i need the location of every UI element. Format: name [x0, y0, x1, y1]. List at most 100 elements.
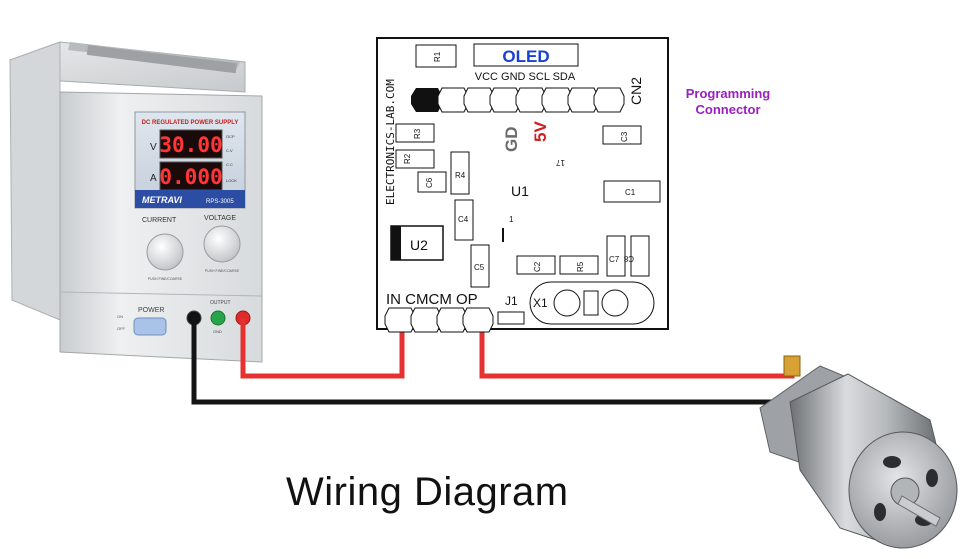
r1-footprint	[415, 44, 457, 68]
dc-motor	[759, 355, 958, 549]
motor-vent-2	[926, 469, 938, 487]
c6-label: C6	[425, 177, 434, 188]
current-knob[interactable]	[146, 233, 184, 271]
r1-label: R1	[433, 51, 442, 62]
gd-label: GD	[502, 127, 521, 153]
c3-footprint	[602, 125, 642, 145]
motor-shaft	[897, 495, 941, 527]
gnd-label: GND	[213, 329, 222, 334]
cn2-header	[411, 87, 625, 113]
voltage-display	[159, 129, 223, 159]
x1-body	[583, 290, 599, 316]
gnd-terminal[interactable]	[210, 310, 226, 326]
switch-on-label: ON	[117, 314, 123, 319]
c2-footprint	[516, 255, 556, 275]
u1-label: U1	[511, 183, 529, 199]
current-readout: 0.000	[159, 165, 222, 189]
c7-label: C7	[609, 255, 620, 264]
switch-off-label: OFF	[117, 326, 126, 331]
r2-label: R2	[403, 153, 412, 164]
u2-tab	[391, 226, 401, 260]
current-display	[159, 161, 223, 191]
wires	[191, 318, 795, 405]
r3-footprint	[395, 123, 435, 143]
r3-label: R3	[413, 128, 422, 139]
bottom-header-label: IN CMCM OP	[386, 291, 478, 308]
pin-cm1	[410, 307, 442, 333]
black-wire	[191, 318, 790, 405]
cn2-pin-2	[437, 87, 469, 113]
r4-footprint	[450, 151, 470, 195]
diagram-caption: Wiring Diagram	[286, 470, 569, 514]
cn2-pin-4	[489, 87, 521, 113]
psu-brand-strip	[135, 190, 245, 208]
psu-divider	[59, 291, 263, 297]
pcb-vertical-text: ELECTRONICS-LAB.COM	[384, 79, 397, 205]
oled-label: OLED	[502, 47, 549, 66]
r5-footprint	[559, 255, 599, 275]
pin-in	[384, 307, 416, 333]
pin1-label: 1	[509, 215, 514, 224]
c3-label: C3	[620, 131, 629, 142]
programming-line-2: Connector	[695, 102, 761, 117]
power-label: POWER	[138, 307, 164, 314]
pcb-board: ELECTRONICS-LAB.COM R1 OLED VCC GND SCL …	[376, 37, 669, 333]
c1-footprint	[603, 180, 661, 203]
c8-label: C8	[623, 254, 634, 263]
current-letter: A	[150, 173, 157, 184]
cn2-pin-7	[567, 87, 599, 113]
power-supply: DC REGULATED POWER SUPPLY 30.00 0.000 V …	[9, 41, 263, 363]
programming-connector-label: Programming Connector	[676, 86, 780, 118]
cn2-pin-1	[411, 88, 442, 112]
c4-label: C4	[458, 215, 469, 224]
pin-cm2	[436, 307, 468, 333]
current-knob-sub: PUSH FINE/COARSE	[148, 277, 183, 281]
r2-footprint	[395, 149, 435, 169]
voltage-readout: 30.00	[159, 133, 222, 157]
oled-footprint	[473, 43, 579, 67]
cn2-pin-3	[463, 87, 495, 113]
j1-footprint	[497, 311, 525, 325]
voltage-knob-sub: PUSH FINE/COARSE	[205, 269, 240, 273]
r4-label: R4	[455, 171, 466, 180]
fivev-label: 5V	[531, 121, 550, 142]
bottom-header	[384, 307, 494, 333]
pin-op	[462, 307, 494, 333]
output-label: OUTPUT	[210, 300, 231, 306]
voltage-knob[interactable]	[203, 225, 241, 263]
c8-footprint	[630, 235, 650, 277]
red-wire-supply-to-in	[240, 318, 405, 379]
c6-footprint	[417, 171, 447, 193]
side-label-ocp: OCP	[226, 134, 235, 139]
r5-label: R5	[576, 261, 585, 272]
j1-label: J1	[505, 294, 518, 308]
power-switch[interactable]	[133, 317, 167, 336]
psu-left-side	[9, 41, 61, 321]
motor-terminal-red	[783, 355, 801, 377]
x1-footprint	[529, 281, 655, 325]
x1-label: X1	[533, 296, 548, 310]
red-wire-op-to-motor	[479, 324, 795, 379]
c4-footprint	[454, 199, 474, 241]
side-label-lock: LOCK	[226, 178, 237, 183]
u2-label: U2	[410, 237, 428, 253]
c7-footprint	[606, 235, 626, 277]
c1-label: C1	[625, 188, 636, 197]
motor-vent-4	[874, 503, 886, 521]
motor-vent-1	[883, 456, 901, 468]
current-knob-label: CURRENT	[142, 217, 177, 224]
c2-label: C2	[533, 261, 542, 272]
x1-pad-right	[601, 289, 629, 317]
psu-handle-bar	[86, 45, 237, 74]
cn2-label: CN2	[628, 77, 644, 105]
x1-pad-left	[553, 289, 581, 317]
programming-line-1: Programming	[685, 86, 771, 101]
oled-pin-labels: VCC GND SCL SDA	[475, 71, 576, 83]
cn2-pin-5	[515, 87, 547, 113]
psu-brand: METRAVI	[142, 195, 182, 205]
cn2-pin-8	[593, 87, 625, 113]
c5-label: C5	[474, 263, 485, 272]
pcb-outline	[376, 37, 669, 330]
psu-panel-title: DC REGULATED POWER SUPPLY	[142, 120, 239, 126]
